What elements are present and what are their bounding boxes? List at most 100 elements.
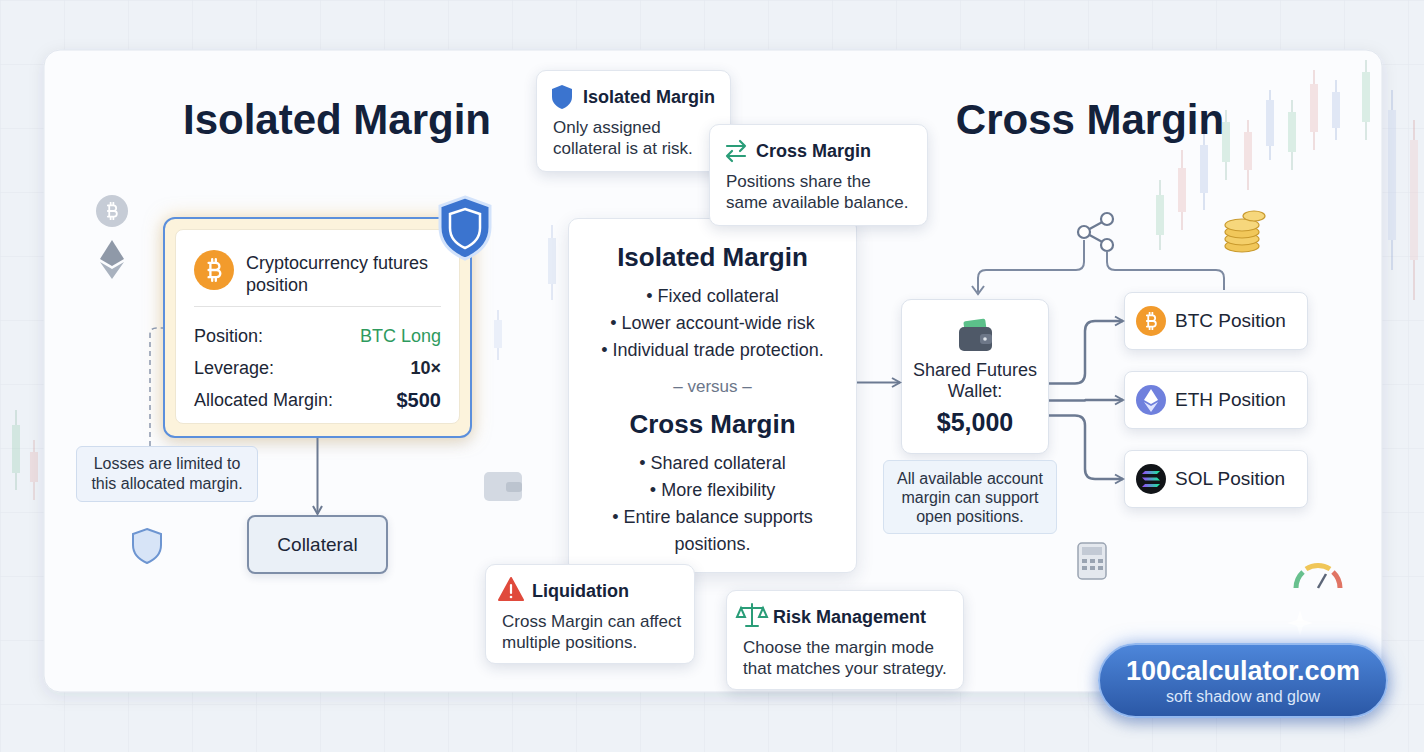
gauge-symbol [1306, 565, 1330, 569]
swap-icon [727, 151, 745, 161]
center-candlesticks [548, 238, 556, 284]
comparison-box: Isolated Margin• Fixed collateral• Lower… [568, 218, 857, 573]
bitcoin-coin [1136, 306, 1166, 336]
bullet-item: • Entire balance supports positions. [583, 504, 842, 558]
coin-stack [1225, 211, 1265, 252]
callout-heading: Isolated Margin [553, 85, 722, 109]
calculator-symbol [1082, 547, 1102, 555]
field-value: 10× [410, 358, 441, 379]
center-candlesticks [494, 225, 556, 360]
balance-icon [751, 604, 753, 626]
right-candlesticks [1410, 140, 1418, 260]
card-row: Allocated Margin: $500 [194, 385, 441, 415]
bitcoin-symbol-grey [96, 195, 128, 227]
wallet-icon [983, 337, 987, 341]
right-candlesticks [1362, 72, 1370, 122]
callout-text: Positions share the same available balan… [726, 171, 913, 213]
bullet-item: • Shared collateral [583, 450, 842, 477]
field-label: Allocated Margin: [194, 390, 333, 411]
badge-subtitle: soft shadow and glow [1166, 687, 1320, 707]
wallet-icon [963, 319, 986, 334]
main-panel [44, 50, 1382, 692]
share-symbol [1101, 213, 1113, 225]
solana-coin [1136, 464, 1166, 494]
note-text: Losses are limited to this allocated mar… [83, 454, 251, 494]
card-row: Leverage: 10× [194, 353, 441, 383]
bitcoin-coin [209, 259, 221, 281]
balance-icon [737, 608, 745, 617]
calculator-symbol [1082, 559, 1087, 563]
section-heading: Cross Margin [903, 94, 1277, 146]
callout-heading: Risk Management [743, 605, 955, 629]
position-card: Cryptocurrency futures positionPosition:… [163, 217, 472, 438]
right-candlesticks [1388, 110, 1396, 240]
wallet-label: Shared Futures Wallet: [908, 360, 1042, 402]
balance-icon [741, 607, 763, 609]
section-heading: Isolated Margin [150, 94, 524, 146]
calculator-symbol [1090, 566, 1095, 570]
note-box: All available account margin can support… [883, 460, 1057, 534]
bitcoin-symbol-grey [108, 203, 117, 220]
column-heading: Cross Margin [583, 408, 842, 440]
bitcoin-coin [194, 250, 234, 290]
left-candlesticks [12, 425, 20, 473]
ethereum-coin [1144, 402, 1158, 412]
position-label: SOL Position [1175, 468, 1285, 490]
connector-arrow [1049, 321, 1123, 384]
bitcoin-coin [194, 250, 234, 290]
coin-stack [1243, 211, 1265, 221]
note-box: Losses are limited to this allocated mar… [76, 446, 258, 502]
warning-icon [510, 596, 513, 599]
callout-heading: Liquidation [502, 579, 686, 603]
ethereum-coin [1144, 389, 1158, 404]
callout-text: Choose the margin mode that matches your… [743, 637, 955, 679]
field-label: Leverage: [194, 358, 274, 379]
right-candlesticks [1200, 145, 1208, 193]
wallet-icon [959, 319, 992, 351]
callout-heading: Cross Margin [726, 139, 913, 163]
right-candlesticks [1288, 112, 1296, 152]
collateral-box: Collateral [247, 515, 388, 574]
right-candlesticks [1266, 100, 1274, 146]
sparkle [1287, 610, 1313, 636]
callout-text: Cross Margin can affect multiple positio… [502, 611, 686, 653]
connector-arrow [1049, 416, 1123, 480]
ethereum-symbol-grey [100, 262, 124, 279]
right-candlesticks [1332, 92, 1340, 128]
calculator-symbol [1082, 566, 1087, 570]
warning-icon [499, 578, 523, 600]
calculator-symbol [1078, 543, 1106, 579]
ethereum-symbol-grey [100, 240, 124, 279]
bitcoin-coin [1147, 313, 1156, 330]
right-candlesticks [1244, 132, 1252, 170]
callout-box: Cross MarginPositions share the same ava… [709, 124, 928, 226]
column-heading: Isolated Margin [583, 241, 842, 273]
callout-box: Risk ManagementChoose the margin mode th… [726, 590, 964, 690]
callout-text: Only assigned collateral is at risk. [553, 117, 722, 159]
card-row: Position:BTC Long [194, 321, 441, 351]
right-candlesticks [1178, 168, 1186, 212]
site-name: 100calculator.com [1126, 655, 1360, 687]
wallet-icon [980, 334, 992, 344]
shield-badge [440, 197, 490, 259]
field-value: BTC Long [360, 326, 441, 347]
split-bracket [1107, 252, 1224, 290]
gauge-symbol [1318, 574, 1326, 588]
callout-box: LiquidationCross Margin can affect multi… [485, 564, 695, 664]
solana-coin [1142, 478, 1160, 481]
warning-icon [499, 578, 523, 600]
leader-line [150, 328, 163, 446]
swap-icon [727, 141, 745, 161]
center-candlesticks [494, 320, 502, 348]
calculator-symbol [1098, 559, 1103, 563]
wallet-symbol-grey [506, 482, 522, 492]
field-value: $500 [397, 389, 442, 412]
ethereum-coin [1136, 385, 1166, 415]
gauge-symbol [1296, 572, 1303, 588]
connector-arrow [1049, 399, 1123, 402]
balance-icon [746, 625, 758, 627]
box-label: Collateral [277, 534, 357, 556]
